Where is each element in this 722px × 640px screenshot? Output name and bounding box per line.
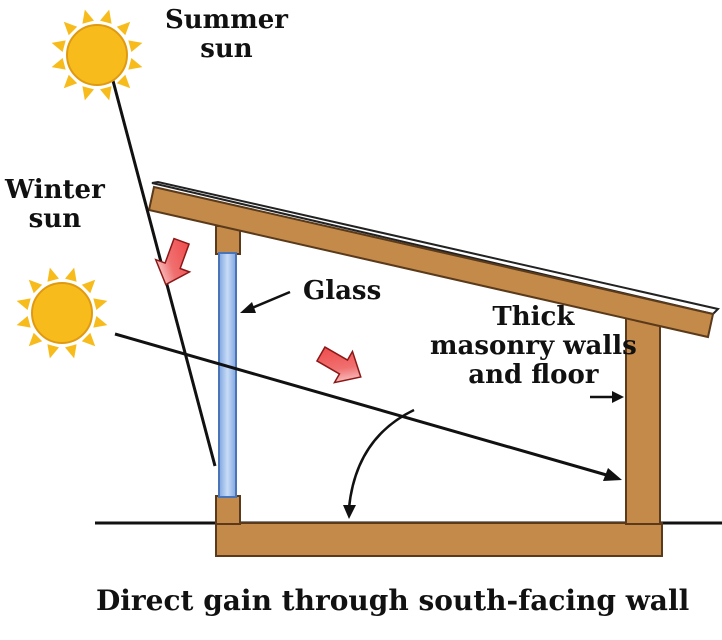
heat-arrow-summer: [154, 237, 192, 286]
diagram-caption: Direct gain through south-facing wall: [96, 584, 690, 617]
glass-pointer-line: [251, 290, 291, 310]
floor-pointer-curve: [347, 408, 415, 509]
sun-ray-spike: [65, 267, 77, 282]
window-sill-block: [215, 495, 241, 525]
sun-ray-spike: [82, 86, 94, 101]
sun-ray-spike: [51, 40, 66, 52]
heat-arrow-winter: [315, 346, 362, 384]
sun-ray-spike: [116, 21, 131, 36]
sun-ray-spike: [47, 344, 59, 359]
winter-ray-arrowhead: [603, 468, 622, 481]
roof-beam: [147, 185, 715, 339]
sun-ray-spike: [128, 40, 143, 52]
summer-sun-icon: [51, 9, 143, 101]
winter-sun-ray: [114, 332, 611, 478]
sun-ray-spike: [51, 58, 66, 70]
sun-ray-spike: [28, 279, 43, 294]
sun-ray-spike: [128, 58, 143, 70]
roof-top-strip: [151, 180, 720, 316]
walls-floor-label: Thick masonry walls and floor: [430, 302, 637, 391]
sun-ray-spike: [65, 344, 77, 359]
winter-sun-icon: [16, 267, 108, 359]
sun-ray-spike: [81, 279, 96, 294]
sun-ray-spike: [82, 9, 94, 24]
glass-pointer-arrowhead: [240, 302, 256, 313]
sun-ray-spike: [81, 332, 96, 347]
sun-ray-spike: [93, 298, 108, 310]
summer-sun-label: Summer sun: [165, 5, 288, 65]
sun-ray-spike: [28, 332, 43, 347]
wall-pointer-arrowhead: [612, 391, 624, 403]
sun-ray-spike: [47, 267, 59, 282]
floor-slab: [215, 522, 663, 557]
sun-ray-spike: [116, 74, 131, 89]
sun-ray-spike: [16, 316, 31, 328]
back-wall: [625, 317, 661, 525]
winter-sun-label: Winter sun: [5, 175, 105, 235]
sun-ray-spike: [63, 74, 78, 89]
sun-ray-spike: [100, 86, 112, 101]
sun-ray-spike: [63, 21, 78, 36]
sun-ray-spike: [100, 9, 112, 24]
glass-pane: [218, 252, 237, 498]
sun-ray-spike: [93, 316, 108, 328]
sun-ray-spike: [16, 298, 31, 310]
floor-pointer-arrowhead: [343, 505, 356, 519]
glass-label: Glass: [303, 276, 382, 306]
